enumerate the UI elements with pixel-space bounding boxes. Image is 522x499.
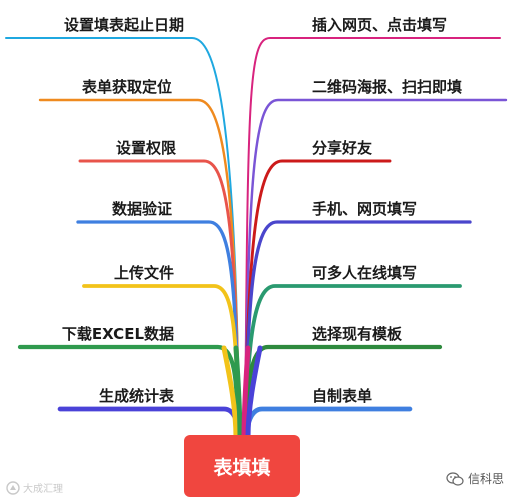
trunk-stem-1 xyxy=(221,345,239,441)
right-branch-label-7: 自制表单 xyxy=(312,387,373,405)
center-label: 表填填 xyxy=(213,456,271,479)
left-branch-label-1: 设置填表起止日期 xyxy=(63,16,184,34)
trunk-stem-4 xyxy=(245,345,263,441)
watermark-right: 信科思 xyxy=(446,470,504,487)
center-node: 表填填 xyxy=(184,435,300,497)
right-connector-1 xyxy=(244,37,501,439)
left-branch-label-3: 设置权限 xyxy=(115,139,176,157)
left-branch-label-2: 表单获取定位 xyxy=(81,78,172,96)
left-branch-label-7: 生成统计表 xyxy=(98,387,174,405)
watermark-left-text: 大成汇理 xyxy=(23,484,63,495)
watermark-right-text: 信科思 xyxy=(468,472,505,486)
trunk-stem-2 xyxy=(233,345,243,441)
right-branch-label-1: 插入网页、点击填写 xyxy=(312,16,448,34)
left-branch-label-5: 上传文件 xyxy=(113,264,174,282)
right-connector-5 xyxy=(243,284,462,440)
brand-logo-icon xyxy=(6,480,20,495)
left-branch-label-6: 下载EXCEL数据 xyxy=(61,325,174,343)
right-branch-label-6: 选择现有模板 xyxy=(312,325,403,343)
right-branch-label-4: 手机、网页填写 xyxy=(312,200,418,218)
wechat-icon xyxy=(446,471,464,486)
right-branch-label-5: 可多人在线填写 xyxy=(312,264,418,282)
left-connector-1 xyxy=(5,37,240,439)
watermark-left: 大成汇理 xyxy=(6,480,63,495)
trunk-stem-3 xyxy=(241,345,251,441)
left-connector-5 xyxy=(82,284,241,440)
right-branch-label-3: 分享好友 xyxy=(312,139,373,157)
left-branch-label-4: 数据验证 xyxy=(111,200,172,218)
right-branch-label-2: 二维码海报、扫扫即填 xyxy=(312,78,463,96)
